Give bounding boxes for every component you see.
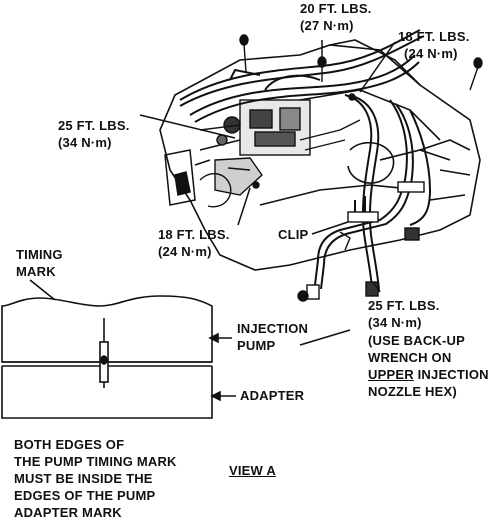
label-line: MARK — [16, 264, 56, 279]
timing-mark-label: TIMING MARK — [16, 246, 63, 280]
adapter-label: ADAPTER — [240, 388, 305, 403]
torque-value: 20 FT. LBS. — [300, 1, 372, 16]
timing-view-a — [1, 279, 351, 419]
timing-note: BOTH EDGES OF THE PUMP TIMING MARK MUST … — [14, 436, 177, 521]
torque-label-top-center: 20 FT. LBS. (27 N·m) — [300, 0, 372, 34]
label-line: INJECTION — [237, 321, 309, 336]
label-line: TIMING — [16, 247, 63, 262]
leader-lines — [139, 40, 396, 293]
note-line: (USE BACK-UP — [368, 333, 466, 348]
pump-body-outline — [1, 295, 213, 363]
torque-value: 18 FT. LBS. — [398, 29, 470, 44]
label-line: PUMP — [237, 338, 276, 353]
torque-label-left: 25 FT. LBS. (34 N·m) — [58, 117, 130, 151]
underlined-word: UPPER — [368, 367, 414, 382]
torque-value: 25 FT. LBS. — [368, 298, 440, 313]
torque-metric: (34 N·m) — [58, 135, 112, 150]
torque-metric: (27 N·m) — [300, 18, 354, 33]
torque-metric: (24 N·m) — [404, 46, 458, 61]
note-line: ADAPTER MARK — [14, 505, 122, 520]
adapter-body-outline — [1, 366, 213, 419]
injection-pump-assembly — [199, 99, 361, 208]
torque-metric: (34 N·m) — [368, 315, 422, 330]
note-line: EDGES OF THE PUMP — [14, 488, 156, 503]
bolt-heads — [239, 34, 483, 189]
backup-wrench-note: (USE BACK-UP WRENCH ON UPPER INJECTION N… — [368, 332, 489, 400]
torque-value: 18 FT. LBS. — [158, 227, 230, 242]
note-line: NOZZLE HEX) — [368, 384, 457, 399]
torque-label-lower-right: 25 FT. LBS. (34 N·m) — [368, 297, 440, 331]
injection-pump-label: INJECTION PUMP — [237, 320, 308, 354]
note-text: INJECTION — [413, 367, 489, 382]
torque-label-lower-center: 18 FT. LBS. (24 N·m) — [158, 226, 230, 260]
torque-value: 25 FT. LBS. — [58, 118, 130, 133]
view-a-label: VIEW A — [229, 463, 276, 478]
note-line: BOTH EDGES OF — [14, 437, 125, 452]
torque-metric: (24 N·m) — [158, 244, 212, 259]
mounting-bracket — [164, 149, 211, 206]
note-line: THE PUMP TIMING MARK — [14, 454, 177, 469]
line-clips — [297, 181, 425, 302]
torque-label-top-right: 18 FT. LBS. (24 N·m) — [398, 28, 470, 62]
note-line: MUST BE INSIDE THE — [14, 471, 153, 486]
note-line: UPPER INJECTION — [368, 366, 489, 383]
note-line: WRENCH ON — [368, 350, 452, 365]
clip-label: CLIP — [278, 227, 309, 242]
